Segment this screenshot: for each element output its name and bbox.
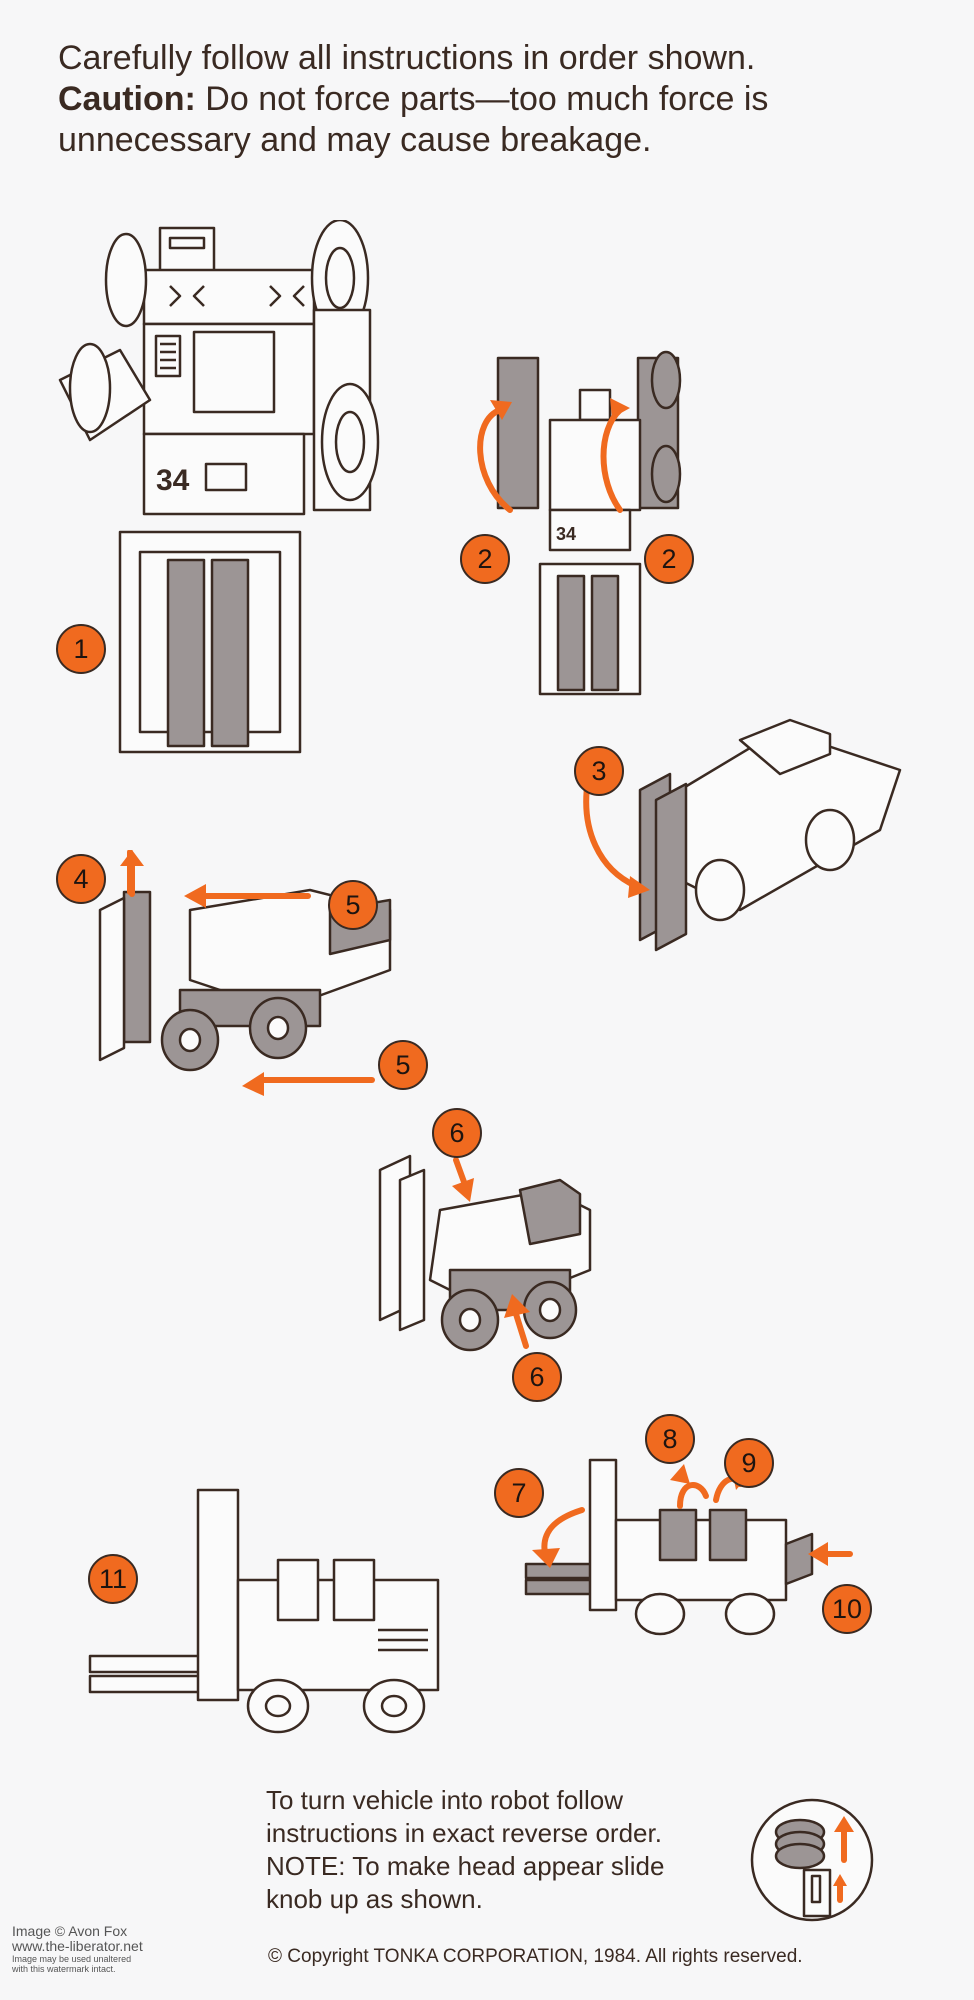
reverse-note-line: To turn vehicle into robot follow — [266, 1785, 623, 1815]
vehicle-mode-illustration — [88, 1488, 440, 1734]
caution-text: Do not force parts—too much force is unn… — [58, 80, 769, 159]
step-10-badge: 10 — [822, 1584, 872, 1634]
step-4-badge: 4 — [56, 854, 106, 904]
robot-number-small: 34 — [556, 524, 576, 544]
copyright-notice: © Copyright TONKA CORPORATION, 1984. All… — [268, 1946, 803, 1967]
step-5-lower-badge: 5 — [378, 1040, 428, 1090]
robot-mode-illustration: 34 — [58, 220, 380, 754]
caution-label: Caution: — [58, 80, 196, 118]
step-9-badge: 9 — [724, 1438, 774, 1488]
step-6-lower-arrow — [504, 1294, 530, 1349]
reverse-note-line: instructions in exact reverse order. — [266, 1818, 662, 1848]
step-3-illustration — [583, 718, 902, 952]
step-5-upper-badge: 5 — [328, 880, 378, 930]
step-2-right-badge: 2 — [644, 534, 694, 584]
watermark-line: Image © Avon Fox — [12, 1923, 128, 1939]
caution-line: Caution: Do not force parts—too much for… — [58, 79, 898, 161]
step-1-badge: 1 — [56, 624, 106, 674]
watermark-url: www.the-liberator.net — [12, 1938, 143, 1954]
watermark-note: Image may be used unaltered — [12, 1954, 132, 1964]
step-2-illustration: 34 — [477, 350, 682, 696]
step-6-illustration — [378, 1154, 592, 1352]
watermark: Image © Avon Fox www.the-liberator.net I… — [12, 1923, 143, 1975]
step-4-arrow — [120, 850, 144, 897]
step-6-lower-badge: 6 — [512, 1352, 562, 1402]
step-11-badge: 11 — [88, 1554, 138, 1604]
reverse-order-note: To turn vehicle into robot follow instru… — [266, 1784, 726, 1916]
reverse-note-line: knob up as shown. — [266, 1884, 483, 1914]
head-knob-inset-illustration — [750, 1798, 874, 1922]
instruction-line: Carefully follow all instructions in ord… — [58, 39, 756, 77]
robot-number: 34 — [156, 464, 190, 497]
step-2-left-badge: 2 — [460, 534, 510, 584]
step-8-badge: 8 — [645, 1414, 695, 1464]
instructions-header: Carefully follow all instructions in ord… — [58, 38, 898, 161]
step-7-10-illustration — [524, 1458, 853, 1636]
step-5-lower-arrow — [242, 1072, 375, 1096]
watermark-note: with this watermark intact. — [12, 1964, 116, 1974]
reverse-note-line: NOTE: To make head appear slide — [266, 1851, 665, 1881]
step-7-badge: 7 — [494, 1468, 544, 1518]
step-3-badge: 3 — [574, 746, 624, 796]
step-6-upper-badge: 6 — [432, 1108, 482, 1158]
